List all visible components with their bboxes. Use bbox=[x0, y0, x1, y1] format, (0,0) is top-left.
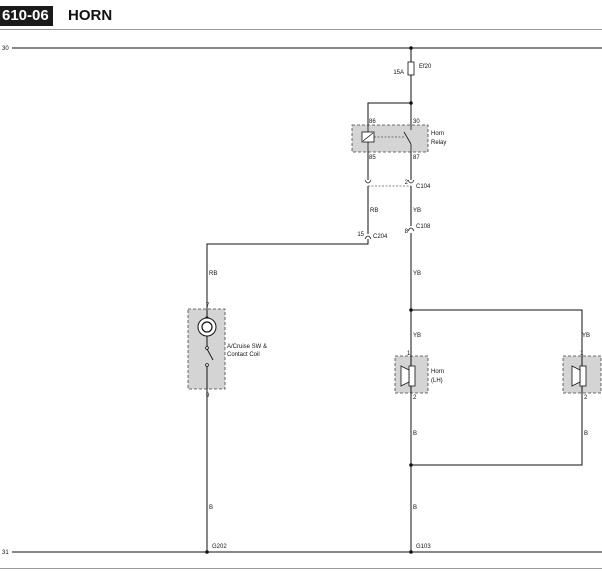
c108-id: C108 bbox=[416, 224, 431, 230]
relay-pin-86: 86 bbox=[369, 119, 376, 125]
ground-rail-31: 31 bbox=[2, 550, 602, 556]
horn-rh: 1 2 bbox=[562, 351, 602, 401]
connector-c104: 2 C104 bbox=[364, 152, 431, 190]
wire-label-b-1: B bbox=[209, 505, 213, 511]
switch-pin-9: 9 bbox=[206, 393, 210, 399]
c108-pin: 8 bbox=[405, 229, 409, 235]
power-rail-30: 30 bbox=[2, 46, 602, 52]
horn-rh-icon bbox=[579, 365, 587, 387]
cruise-switch-contact-coil: 7 A/Cruise SW & Contact Coil 9 bbox=[187, 303, 267, 399]
relay-pin-30: 30 bbox=[413, 119, 420, 125]
wire-label-b-4: B bbox=[413, 505, 417, 511]
horn-relay: 86 30 85 87 Horn Relay bbox=[351, 119, 446, 161]
horn-lh-pin-2: 2 bbox=[413, 395, 417, 401]
c104-pin: 2 bbox=[405, 180, 409, 186]
footer-divider bbox=[0, 568, 602, 569]
switch-name-line2: Contact Coil bbox=[227, 352, 260, 358]
wire-label-yb-4: YB bbox=[582, 333, 590, 339]
b-wire-horn-rh bbox=[411, 393, 583, 466]
wire-label-rb-2: RB bbox=[209, 271, 217, 277]
c204-id: C204 bbox=[373, 234, 388, 240]
horn-rh-pin-1: 1 bbox=[580, 351, 584, 357]
c204-pin: 15 bbox=[357, 232, 364, 238]
section-code-badge: 610-06 bbox=[0, 6, 53, 26]
relay-name-line1: Horn bbox=[431, 131, 444, 137]
connector-c108: 8 C108 bbox=[405, 224, 431, 235]
wire-label-yb-1: YB bbox=[413, 208, 421, 214]
relay-pin-85: 85 bbox=[369, 155, 376, 161]
relay-coil-feed-wire bbox=[367, 102, 411, 125]
horn-lh: 1 2 Horn (LH) bbox=[394, 351, 444, 401]
switch-contact-icon bbox=[206, 348, 214, 361]
c104-id: C104 bbox=[416, 184, 431, 190]
rb-wire-to-switch bbox=[206, 239, 369, 309]
fuse-ef20: Ef20 15A bbox=[393, 48, 432, 105]
wire-label-yb-2: YB bbox=[413, 271, 421, 277]
switch-name-line1: A/Cruise SW & bbox=[227, 344, 267, 350]
relay-name-line2: Relay bbox=[431, 140, 446, 146]
page-title: HORN bbox=[68, 7, 113, 24]
connector-c204: 15 C204 bbox=[357, 232, 388, 240]
wire-label-b-2: B bbox=[413, 431, 417, 437]
wire-label-yb-3: YB bbox=[413, 333, 421, 339]
page-header: 610-06 HORN bbox=[0, 0, 602, 28]
fuse-id: Ef20 bbox=[419, 64, 432, 70]
relay-contact-icon bbox=[403, 131, 412, 145]
fuse-rating: 15A bbox=[393, 70, 404, 76]
horn-lh-pin-1: 1 bbox=[407, 351, 411, 357]
rail-label-31: 31 bbox=[2, 550, 9, 556]
rail-label-30: 30 bbox=[2, 46, 9, 52]
ground-g202: G202 bbox=[212, 544, 227, 550]
horn-lh-name-line2: (LH) bbox=[431, 378, 443, 384]
wire-label-b-3: B bbox=[584, 431, 588, 437]
switch-pin-7: 7 bbox=[206, 303, 210, 309]
horn-rh-pin-2: 2 bbox=[584, 395, 588, 401]
header-divider bbox=[0, 29, 602, 30]
relay-pin-87: 87 bbox=[413, 155, 420, 161]
ground-g103: G103 bbox=[416, 544, 431, 550]
horn-lh-icon bbox=[408, 365, 416, 387]
wire-label-rb-1: RB bbox=[370, 208, 378, 214]
section-code: 610-06 bbox=[2, 7, 49, 24]
horn-lh-name-line1: Horn bbox=[431, 369, 444, 375]
yb-wire-rh-branch bbox=[411, 309, 583, 356]
